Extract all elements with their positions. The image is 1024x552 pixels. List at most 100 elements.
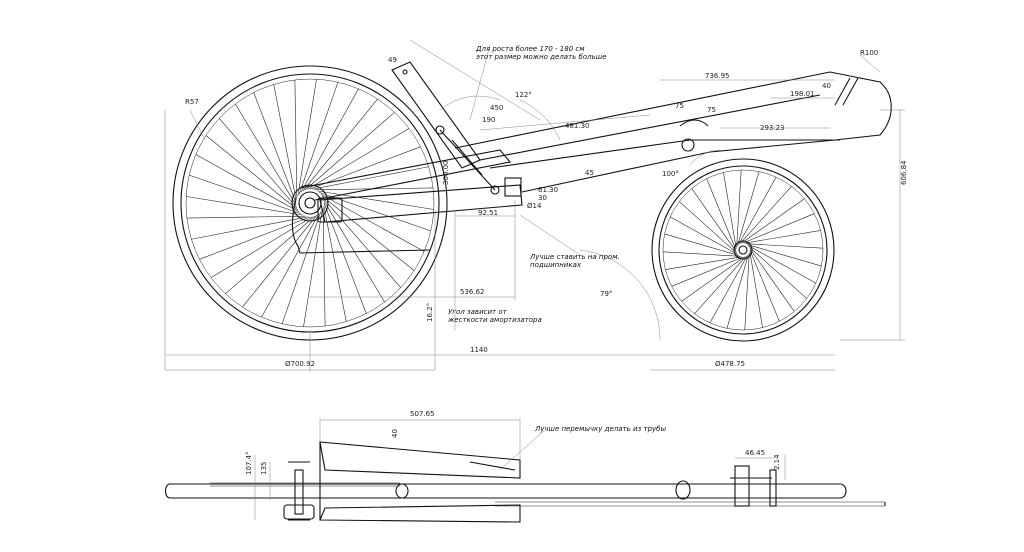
dim-40b: 40 <box>391 429 399 438</box>
top-main-beam <box>164 483 847 499</box>
spoke <box>748 245 816 284</box>
dim-r57: R57 <box>185 98 199 106</box>
spoke <box>225 215 315 294</box>
top-front-hub <box>734 465 750 507</box>
spoke <box>298 82 339 195</box>
dim-40: 40 <box>822 82 831 90</box>
spoke <box>312 166 429 190</box>
note-tall-rider-2: этот размер можно делать больше <box>476 53 606 61</box>
front-wheel <box>651 158 835 342</box>
top-rear-hub <box>294 469 304 515</box>
spoke <box>671 256 744 287</box>
spoke <box>681 256 745 302</box>
spoke <box>691 188 737 252</box>
spoke <box>663 251 740 257</box>
spoke <box>294 79 298 199</box>
spoke <box>320 193 425 252</box>
dim-16: 16.2° <box>426 303 434 322</box>
dim-49: 49 <box>388 56 397 64</box>
spoke <box>316 190 434 210</box>
spoke <box>322 207 326 327</box>
spoke <box>694 256 747 314</box>
spoke <box>297 79 317 197</box>
dim-481: 481.30 <box>565 122 590 130</box>
spoke <box>253 92 297 204</box>
spoke <box>300 88 359 193</box>
note-bearings-1: Лучше ставить на пром. <box>529 253 620 261</box>
pivot-block <box>504 177 522 197</box>
dim-190: 190 <box>482 116 495 124</box>
spoke <box>737 171 760 246</box>
spoke <box>726 254 749 329</box>
spoke <box>323 205 347 322</box>
rear-hub <box>291 184 329 222</box>
spoke <box>709 255 748 323</box>
spoke <box>749 249 780 322</box>
rear-wheel <box>172 65 448 341</box>
dim-507: 507.65 <box>410 410 435 418</box>
top-seat-frame <box>319 441 521 479</box>
spoke <box>749 246 807 299</box>
note-crossbar: Лучше перемычку делать из трубы <box>534 425 666 433</box>
spoke <box>742 213 815 244</box>
dim-300: 300.00 <box>442 161 450 186</box>
spoke <box>679 201 737 254</box>
dim-1140: 1140 <box>470 346 488 354</box>
spoke <box>670 216 738 255</box>
dim-100: 100° <box>662 170 679 178</box>
spoke <box>749 248 795 312</box>
main-frame <box>299 61 892 223</box>
dim-r100: R100 <box>860 49 878 57</box>
side-view: Для роста более 170 - 180 см этот размер… <box>164 39 908 372</box>
spoke <box>191 216 308 240</box>
spoke <box>210 216 313 278</box>
dim-198: 198.01 <box>790 90 815 98</box>
dim-14: Ø14 <box>527 202 542 210</box>
spoke <box>189 174 302 215</box>
note-angle-1: Угол зависит от <box>448 308 508 316</box>
spoke <box>309 146 421 190</box>
spoke <box>749 251 763 328</box>
dim-45: 45 <box>585 169 594 177</box>
shock-absorber <box>435 125 500 195</box>
dim-478: Ø478.75 <box>715 360 745 368</box>
spoke <box>281 211 322 324</box>
dim-1074: 107.4° <box>245 451 253 475</box>
dim-700: Ø700.92 <box>285 360 315 368</box>
spoke <box>736 170 742 247</box>
spoke <box>321 195 415 271</box>
spoke <box>186 196 304 216</box>
spoke <box>738 177 777 245</box>
seat-post <box>391 61 481 169</box>
rear-wheel-spokes <box>186 79 434 327</box>
dim-46: 46.45 <box>745 449 765 457</box>
dim-75b: 75 <box>707 106 716 114</box>
dim-30: 30 <box>538 194 547 202</box>
front-wheel-spokes <box>663 170 823 330</box>
dim-92: 92.51 <box>478 209 498 217</box>
note-bearings-2: подшипниках <box>530 261 582 269</box>
spoke <box>307 128 410 190</box>
dim-736: 736.95 <box>705 72 730 80</box>
spoke <box>242 214 318 308</box>
dim-536: 536.62 <box>460 288 485 296</box>
spoke <box>219 118 298 208</box>
dim-214: 2.14 <box>773 454 781 470</box>
note-tall-rider-1: Для роста более 170 - 180 см <box>475 45 585 53</box>
dim-79: 79° <box>600 290 612 298</box>
spoke <box>747 244 822 267</box>
side-labels: Для роста более 170 - 180 см этот размер… <box>185 45 908 368</box>
front-hub <box>733 240 753 260</box>
spoke <box>305 112 395 191</box>
dim-293: 293.23 <box>760 124 785 132</box>
dim-75a: 75 <box>675 102 684 110</box>
spoke <box>744 253 750 330</box>
spoke <box>302 98 378 192</box>
spoke <box>303 209 323 327</box>
dim-61: 61.30 <box>538 186 558 194</box>
top-head-tube <box>675 480 691 500</box>
swing-arm <box>319 184 523 223</box>
dim-606: 606.84 <box>900 160 908 185</box>
top-sprocket <box>283 504 315 520</box>
spoke <box>723 172 737 249</box>
